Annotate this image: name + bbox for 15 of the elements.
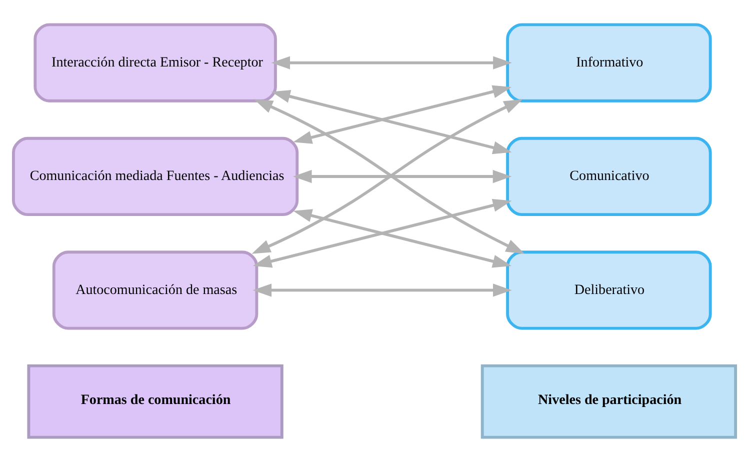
node-box: Comunicativo xyxy=(506,136,712,216)
node-box: Interacción directa Emisor - Receptor xyxy=(34,22,277,102)
node-box: Formas de comunicación xyxy=(27,364,284,438)
arrow xyxy=(271,89,512,154)
arrow xyxy=(293,84,512,144)
node-box: Niveles de participación xyxy=(480,364,737,438)
node-box: Comunicación mediada Fuentes - Audiencias xyxy=(12,136,299,216)
node-box: Deliberativo xyxy=(506,250,712,330)
arrow xyxy=(271,56,512,69)
arrow xyxy=(292,169,512,183)
arrow xyxy=(293,208,512,268)
node-box: Informativo xyxy=(506,22,712,102)
arrow xyxy=(252,283,512,296)
arrow xyxy=(252,198,512,268)
node-box: Autocomunicación de masas xyxy=(52,250,258,330)
